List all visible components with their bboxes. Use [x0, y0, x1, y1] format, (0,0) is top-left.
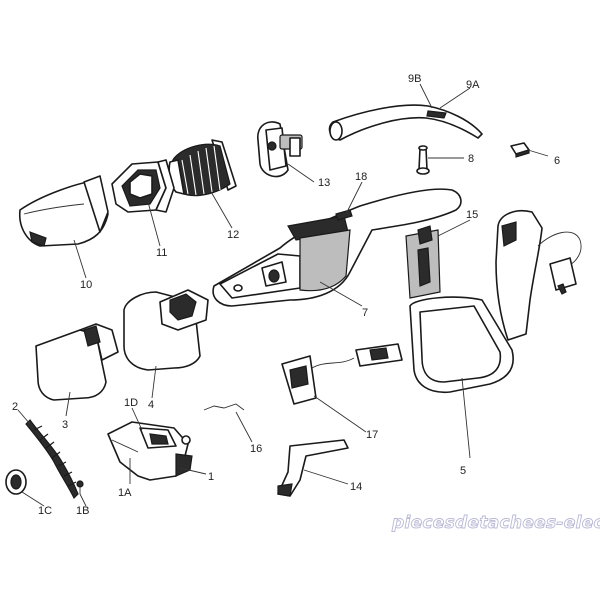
label-9a: 9A: [466, 79, 480, 91]
battery-pack-part: [123, 289, 209, 371]
battery-cover-part: [35, 323, 119, 401]
label-9b: 9B: [408, 73, 421, 85]
main-body-part: [212, 188, 462, 307]
label-8: 8: [468, 153, 474, 165]
label-1: 1: [208, 471, 214, 483]
label-3: 3: [62, 419, 68, 431]
label-18: 18: [355, 171, 367, 183]
part-labels: 9B 9A 6 8 18 13 15 12 11 10 7 4 3 1D 2 1…: [12, 73, 560, 517]
charging-base-part: [409, 210, 582, 394]
label-13: 13: [318, 177, 330, 189]
lever-part: [277, 439, 349, 497]
pre-filter-part: [111, 159, 175, 213]
handle-cover-part: [328, 104, 483, 141]
brush-roll-part: [25, 419, 79, 500]
label-1c: 1C: [38, 505, 52, 517]
label-1b: 1B: [76, 505, 89, 517]
contacts-part: [405, 225, 441, 299]
label-6: 6: [554, 155, 560, 167]
label-16: 16: [250, 443, 262, 455]
label-1d: 1D: [124, 397, 138, 409]
label-7: 7: [362, 307, 368, 319]
pleated-filter-part: [168, 139, 237, 197]
label-12: 12: [227, 229, 239, 241]
label-5: 5: [460, 465, 466, 477]
label-14: 14: [350, 481, 362, 493]
label-10: 10: [80, 279, 92, 291]
label-2: 2: [12, 401, 18, 413]
label-11: 11: [156, 247, 167, 259]
label-15: 15: [466, 209, 478, 221]
nozzle-part: [107, 421, 193, 481]
label-4: 4: [148, 399, 154, 411]
watermark-text: piecesdetachees-elec.com: [391, 513, 600, 533]
screw-part: [416, 145, 430, 175]
motor-housing-part: [257, 121, 303, 178]
spring-part: [203, 403, 245, 411]
switch-part: [281, 343, 403, 405]
label-17: 17: [366, 429, 378, 441]
label-1a: 1A: [118, 487, 132, 499]
wheel-part: [5, 469, 27, 495]
pin-part: [76, 480, 84, 494]
dust-bowl-part: [18, 175, 109, 247]
leader-lines: [17, 83, 549, 507]
small-button-part: [510, 142, 530, 158]
